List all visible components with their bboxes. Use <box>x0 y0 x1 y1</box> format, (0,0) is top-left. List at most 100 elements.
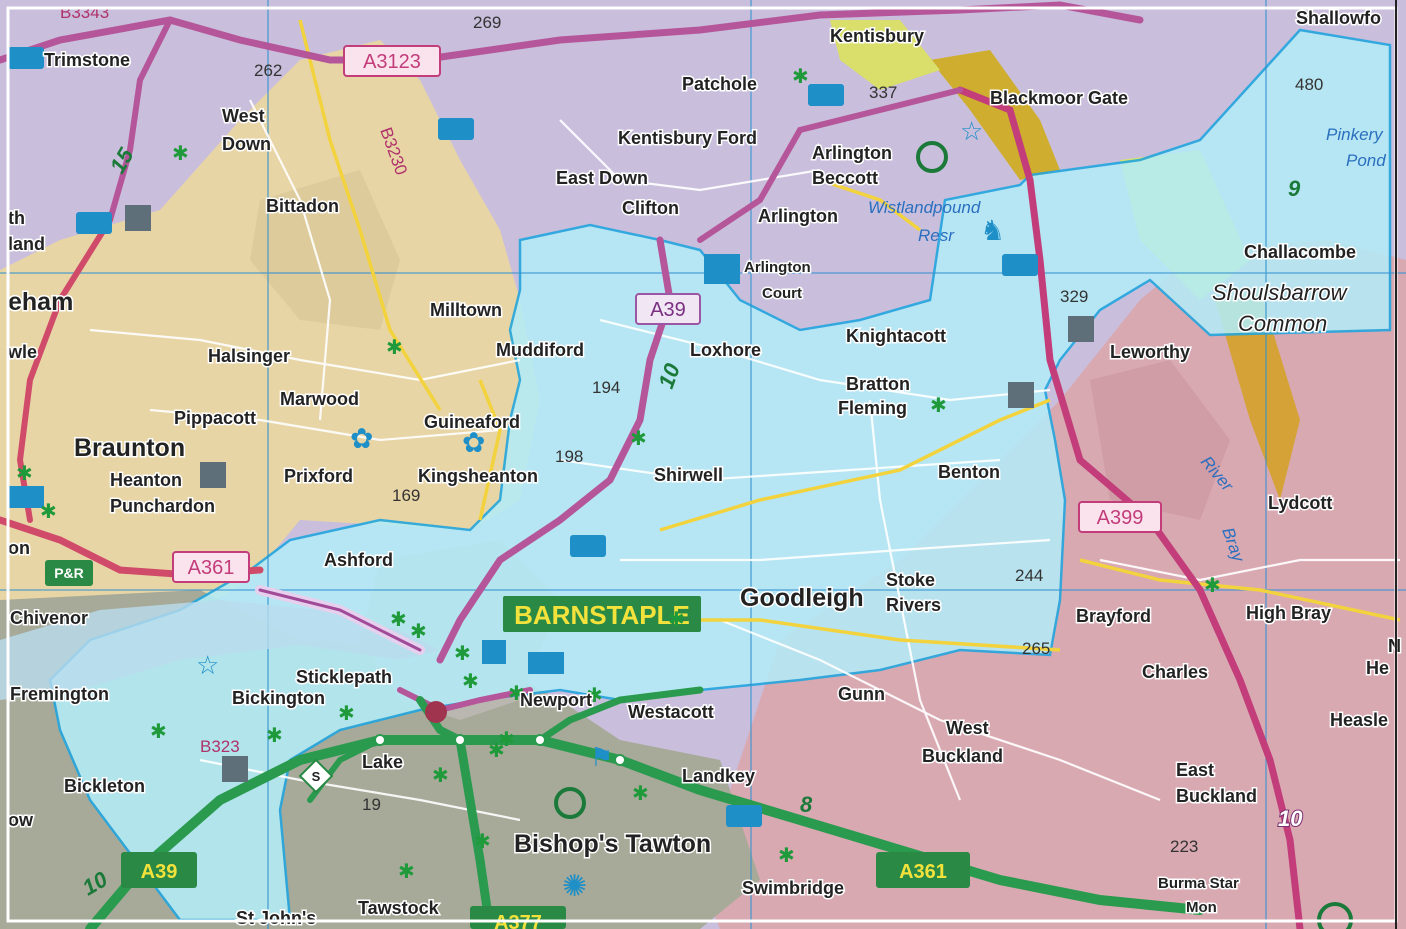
height-194: 194 <box>592 378 620 397</box>
place-bickington: Bickington <box>232 688 325 708</box>
place-marwood: Marwood <box>280 389 359 409</box>
place-swimbridge: Swimbridge <box>742 878 844 898</box>
road-a39-north: A39 <box>650 299 686 321</box>
place-east-buckland-2: Buckland <box>1176 786 1257 806</box>
place-lake: Lake <box>362 752 403 772</box>
place-leworthy: Leworthy <box>1110 342 1190 362</box>
height-480: 480 <box>1295 75 1323 94</box>
road-b3343: B3343 <box>60 3 109 22</box>
road-b3232: B323 <box>200 737 240 756</box>
svg-text:Resr: Resr <box>918 226 955 245</box>
place-edge-on: on <box>8 538 30 558</box>
svg-text:Wistlandpound: Wistlandpound <box>868 198 981 217</box>
place-heanton: Heanton <box>110 470 182 490</box>
height-265: 265 <box>1022 639 1050 658</box>
place-blackmoor-gate: Blackmoor Gate <box>990 88 1128 108</box>
caravan-icon-3 <box>570 535 606 557</box>
place-bittadon: Bittadon <box>266 196 339 216</box>
garden-flower-icon-2: ✿ <box>462 426 485 459</box>
valley-shade <box>1090 360 1230 520</box>
place-kentisbury: Kentisbury <box>830 26 924 46</box>
place-tawstock: Tawstock <box>358 898 440 918</box>
place-barnstaple[interactable]: BARNSTAPLE <box>514 600 690 630</box>
road-a361-west: A361 <box>188 557 235 579</box>
heritage-icon-2 <box>200 462 226 488</box>
place-charles: Charles <box>1142 662 1208 682</box>
place-bickleton: Bickleton <box>64 776 145 796</box>
place-punchardon: Punchardon <box>110 496 215 516</box>
place-trimstone: Trimstone <box>44 50 130 70</box>
road-labels: A3123 A39 A361 A399 A39 A361 A377 B3230 … <box>60 3 1162 929</box>
place-bratton-1: Bratton <box>846 374 910 394</box>
place-brayford: Brayford <box>1076 606 1151 626</box>
svg-text:✱: ✱ <box>266 723 283 747</box>
height-262: 262 <box>254 61 282 80</box>
spot-heights: 262 269 337 480 194 198 169 329 244 265 … <box>254 13 1323 856</box>
svg-text:8: 8 <box>800 792 813 817</box>
place-heasley: Heasle <box>1330 710 1388 730</box>
height-329: 329 <box>1060 287 1088 306</box>
place-arlington-beccott-1: Arlington <box>812 143 892 163</box>
svg-text:✱: ✱ <box>432 763 449 787</box>
svg-text:✱: ✱ <box>150 719 167 743</box>
place-arlington: Arlington <box>758 206 838 226</box>
place-newport: Newport <box>520 690 592 710</box>
place-west-down-2: Down <box>222 134 271 154</box>
svg-text:✱: ✱ <box>462 669 479 693</box>
place-west-down-1: West <box>222 106 265 126</box>
star-viewpoint-icon: ☆ <box>960 117 983 147</box>
orange-ridge <box>1215 290 1300 500</box>
place-loxhore: Loxhore <box>690 340 761 360</box>
garden-flower-icon-1: ✿ <box>350 422 373 455</box>
water-labels: Wistlandpound Resr Pinkery Pond River Br… <box>868 125 1386 566</box>
upland-shade <box>250 170 400 330</box>
place-patchole: Patchole <box>682 74 757 94</box>
place-stoke-rivers-2: Rivers <box>886 595 941 615</box>
svg-text:✱: ✱ <box>508 681 525 705</box>
place-lydcott: Lydcott <box>1268 493 1332 513</box>
place-westacott: Westacott <box>628 702 714 722</box>
svg-text:✱: ✱ <box>454 641 471 665</box>
caravan-icon-1 <box>438 118 474 140</box>
place-clifton: Clifton <box>622 198 679 218</box>
svg-text:✱: ✱ <box>398 859 415 883</box>
heritage-icon-4 <box>1068 316 1094 342</box>
place-bishops-tawton: Bishop's Tawton <box>514 830 711 858</box>
svg-text:S: S <box>312 769 321 784</box>
svg-text:✱: ✱ <box>498 727 515 751</box>
place-braunton: Braunton <box>74 434 185 462</box>
svg-text:✱: ✱ <box>930 393 947 417</box>
place-edge-eham: eham <box>8 288 73 316</box>
road-a399: A399 <box>1097 507 1144 529</box>
svg-text:Pond: Pond <box>1346 151 1386 170</box>
heritage-icon-1 <box>125 205 151 231</box>
place-landkey: Landkey <box>682 766 755 786</box>
height-198: 198 <box>555 447 583 466</box>
caravan-icon-6 <box>76 212 112 234</box>
poi-icons: P&R S ✿ ✿ ♞ ☆ ☆ ✺ ⚑ <box>8 47 1094 904</box>
height-169: 169 <box>392 486 420 505</box>
road-a39-south: A39 <box>141 861 178 883</box>
svg-text:✱: ✱ <box>338 701 355 725</box>
shoulsbarrow-label-1: Shoulsbarrow <box>1212 280 1349 305</box>
place-benton: Benton <box>938 462 1000 482</box>
info-icon-2 <box>8 486 44 508</box>
svg-text:✱: ✱ <box>778 843 795 867</box>
place-pippacott: Pippacott <box>174 408 256 428</box>
beige-region <box>0 40 540 650</box>
place-west-buckland-2: Buckland <box>922 746 1003 766</box>
minor-roads <box>89 99 1400 822</box>
place-arlington-court-2: Court <box>762 285 802 302</box>
svg-text:✱: ✱ <box>668 607 685 631</box>
place-knightacott: Knightacott <box>846 326 946 346</box>
heritage-icon-3 <box>1008 382 1034 408</box>
shoulsbarrow-label-2: Common <box>1238 311 1327 336</box>
ring-marker-north <box>916 141 948 173</box>
caravan-icon-2 <box>808 84 844 106</box>
svg-text:✱: ✱ <box>410 619 427 643</box>
svg-text:✱: ✱ <box>488 738 505 762</box>
svg-text:✱: ✱ <box>1204 573 1221 597</box>
height-269: 269 <box>473 13 501 32</box>
